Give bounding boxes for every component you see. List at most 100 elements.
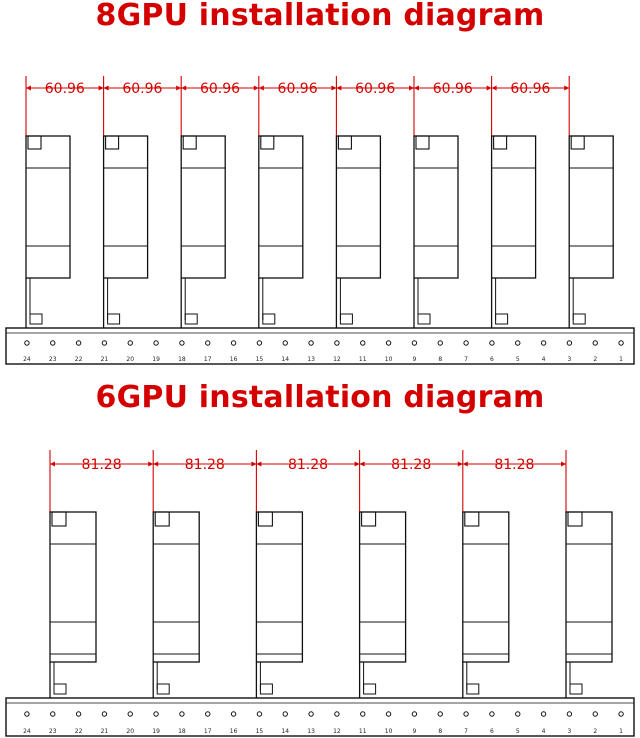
slot-hole: [205, 711, 211, 717]
gpu-bracket-box: [27, 135, 42, 150]
gpu-card-outline: [490, 135, 537, 279]
slot-hole: [334, 711, 340, 717]
gpu-card-outline: [49, 511, 97, 663]
slot-number: 18: [178, 728, 186, 735]
slot-hole: [75, 711, 82, 717]
slot-hole: [540, 711, 547, 717]
gpu-card-outline: [25, 135, 71, 279]
slot-hole: [308, 340, 314, 346]
gpu-connector: [259, 683, 273, 695]
dimension-arrow: [561, 461, 566, 467]
gpu-connector: [363, 683, 377, 695]
slot-hole: [489, 711, 495, 717]
slot-number: 12: [333, 728, 341, 735]
gpu-connector: [417, 313, 431, 325]
slot-number: 22: [75, 356, 83, 363]
slot-number: 11: [359, 356, 367, 363]
slot-number: 4: [542, 356, 546, 363]
gpu-bracket-box: [567, 511, 583, 527]
dimension-arrow: [258, 85, 264, 91]
slot-hole: [127, 340, 133, 346]
gpu-card: [25, 135, 71, 328]
rail-outline: [5, 697, 635, 737]
gpu-card: [258, 135, 304, 328]
dimension-arrow: [253, 85, 259, 91]
slot-hole: [24, 340, 30, 346]
dimension-arrow: [176, 85, 182, 91]
slot-hole: [411, 340, 418, 346]
slot-hole: [411, 711, 418, 717]
gpu-bracket-box: [361, 511, 377, 527]
slot-hole: [230, 711, 237, 717]
gpu-connector: [339, 313, 353, 325]
dimension-arrow: [359, 461, 365, 467]
gpu-card: [152, 511, 200, 698]
slot-number: 24: [23, 728, 31, 735]
gpu-card: [255, 511, 304, 698]
dimension-arrow: [26, 85, 31, 91]
slot-number: 17: [204, 728, 212, 735]
dimension-label: 60.96: [355, 81, 395, 97]
dimension-label: 81.28: [288, 457, 328, 473]
gpu-card-outline: [255, 511, 304, 663]
gpu-connector: [53, 683, 67, 695]
slot-number: 9: [413, 356, 417, 363]
slot-number: 6: [490, 356, 494, 363]
slot-number: 21: [101, 728, 109, 735]
gpu-card: [565, 511, 613, 698]
slot-number: 19: [152, 356, 160, 363]
gpu-bracket-box: [154, 511, 170, 527]
dimension-arrow: [331, 85, 337, 91]
slot-hole: [437, 711, 443, 717]
slot-hole: [50, 340, 56, 346]
slot-number: 13: [307, 356, 315, 363]
dimension-arrow: [354, 461, 360, 467]
dimension-label: 60.96: [433, 81, 473, 97]
slot-hole: [205, 340, 211, 346]
slot-number: 24: [23, 356, 31, 363]
dimension-label: 81.28: [82, 457, 122, 473]
slot-number: 21: [101, 356, 109, 363]
dimension-arrow: [148, 461, 154, 467]
gpu-card: [180, 135, 226, 328]
dimension-arrow: [564, 85, 570, 91]
slot-hole: [515, 711, 521, 717]
gpu-bracket-box: [493, 135, 508, 150]
slot-hole: [540, 340, 547, 346]
slot-hole: [385, 340, 392, 346]
dimension-arrow: [153, 461, 159, 467]
slot-number: 10: [385, 728, 393, 735]
dimension-label: 60.96: [278, 81, 318, 97]
slot-hole: [515, 340, 521, 346]
gpu-connector: [184, 313, 198, 325]
gpu-card: [102, 135, 149, 328]
gpu-card: [462, 511, 510, 698]
slot-number: 15: [256, 728, 264, 735]
gpu-bracket-box: [337, 135, 352, 150]
slot-number: 23: [49, 728, 57, 735]
gpu-card-outline: [413, 135, 459, 279]
slot-number: 16: [230, 356, 238, 363]
slot-number: 4: [542, 728, 546, 735]
slot-hole: [566, 340, 573, 346]
slot-number: 11: [359, 728, 367, 735]
dimension-label: 81.28: [494, 457, 534, 473]
dimension-label: 81.28: [185, 457, 225, 473]
gpu-bracket-box: [105, 135, 120, 150]
dimension-arrow: [181, 85, 187, 91]
title-6gpu: 6GPU installation diagram: [95, 380, 545, 415]
slot-number: 7: [464, 728, 468, 735]
dimension-label: 60.96: [45, 81, 85, 97]
gpu-connector: [569, 683, 583, 695]
slot-hole: [463, 340, 469, 346]
slot-hole: [334, 340, 340, 346]
gpu-card-outline: [358, 511, 407, 663]
gpu-bracket-box: [415, 135, 430, 150]
slot-hole: [385, 711, 392, 717]
slot-number: 2: [593, 356, 597, 363]
dimension-arrow: [457, 461, 463, 467]
